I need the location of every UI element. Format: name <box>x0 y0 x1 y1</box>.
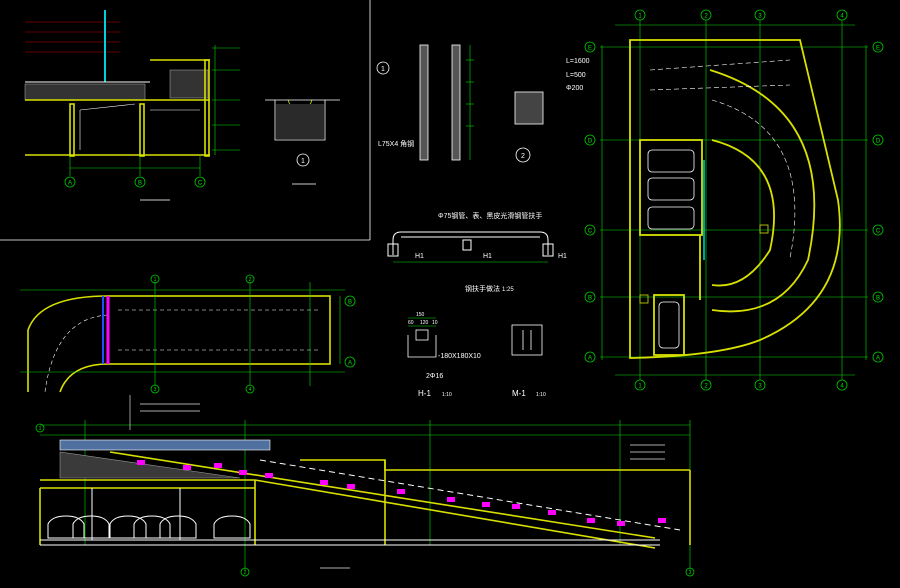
row-a-right: A <box>876 356 880 362</box>
row-d-right: D <box>876 139 881 145</box>
l-angle-note: L75X4 角钢 <box>378 139 414 148</box>
parked-cars <box>47 515 251 539</box>
plate-note: -180X180X10 <box>438 353 481 360</box>
plate-dim-a: 150 <box>416 312 425 318</box>
h1-scale: 1:10 <box>442 392 452 398</box>
axis-b: B <box>138 181 142 187</box>
section-axis-3: 3 <box>689 570 692 576</box>
rail-scale: 1:25 <box>502 287 514 293</box>
row-b-right: B <box>876 296 880 302</box>
post-detail: 1 L75X4 角钢 <box>376 44 474 161</box>
post-marker: 1 <box>381 66 385 73</box>
col-1-top: 1 <box>638 14 642 20</box>
col-3-bottom: 3 <box>758 384 762 390</box>
plan-col-4: 4 <box>249 387 252 393</box>
handrail-detail: Φ75钢管、表、黑皮光滑钢管扶手 H1 H1 H1 钢扶手做法 1:25 <box>387 211 567 293</box>
m1-title: M-1 <box>512 389 526 398</box>
h1-title: H-1 <box>418 389 431 398</box>
section-axis-1: 1 <box>39 426 42 432</box>
col-4-top: 4 <box>840 14 844 20</box>
col-2-top: 2 <box>704 14 708 20</box>
plan-axis-a: A <box>348 361 352 367</box>
pipe-note: Φ75钢管、表、黑皮光滑钢管扶手 <box>438 211 542 220</box>
row-b-left: B <box>588 296 592 302</box>
top-left-section: A B C 1 <box>24 10 340 201</box>
row-c-left: C <box>588 229 593 235</box>
row-c-right: C <box>876 229 881 235</box>
col-4-bottom: 4 <box>840 384 844 390</box>
rail-title: 钢扶手做法 <box>465 284 500 293</box>
row-e-right: E <box>876 46 880 52</box>
row-e-left: E <box>588 46 592 52</box>
col-2-bottom: 2 <box>704 384 708 390</box>
drain-marker: 1 <box>301 158 305 165</box>
plate-dim-d: 10 <box>432 320 438 326</box>
plate-dim-c: 120 <box>420 320 429 326</box>
row-d-left: D <box>588 139 593 145</box>
plan-axis-b: B <box>348 300 352 306</box>
plan-col-3: 3 <box>154 387 157 393</box>
curved-ramp-plan: E D C B A E D C B A 1 2 3 4 1 2 3 4 <box>584 9 884 391</box>
long-ramp-section: 1 2 3 <box>35 395 695 577</box>
steel-details: 150 60 120 10 -180X180X10 2Φ16 H-1 1:10 … <box>407 312 546 398</box>
baseplate-detail: L=1600 L=500 Φ200 2 <box>514 58 590 163</box>
plate-len2: L=500 <box>566 72 586 79</box>
rail-h1-b: H1 <box>483 253 492 260</box>
top-left-panel-frame <box>0 0 371 241</box>
rail-h1-c: H1 <box>558 253 567 260</box>
axis-a: A <box>68 181 72 187</box>
axis-c: C <box>198 181 203 187</box>
plan-col-1: 1 <box>154 277 157 283</box>
plate-dim-b: 60 <box>408 320 414 326</box>
row-a-left: A <box>588 356 592 362</box>
plate-marker: 2 <box>521 153 525 160</box>
middle-ramp-plan: B A 1 2 3 4 <box>20 274 356 394</box>
plate-len: L=1600 <box>566 58 590 65</box>
plan-col-2: 2 <box>249 277 252 283</box>
section-axis-2: 2 <box>244 570 247 576</box>
col-1-bottom: 1 <box>638 384 642 390</box>
m1-scale: 1:10 <box>536 392 546 398</box>
rebar-note: 2Φ16 <box>426 373 443 380</box>
col-3-top: 3 <box>758 14 762 20</box>
ceiling-lights <box>137 460 666 526</box>
plate-dia: Φ200 <box>566 85 583 92</box>
rail-h1-a: H1 <box>415 253 424 260</box>
